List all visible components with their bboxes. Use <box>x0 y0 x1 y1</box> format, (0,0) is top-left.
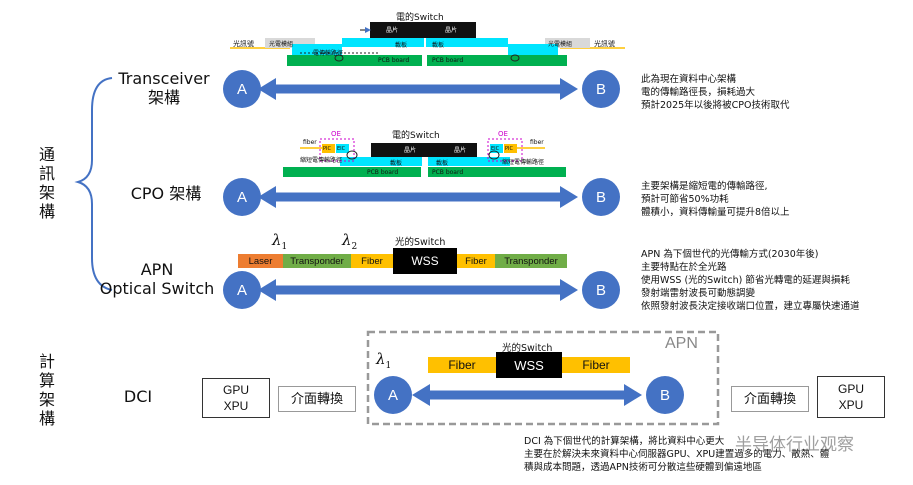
gpu-xpu-box-right: GPU XPU <box>817 376 885 418</box>
fiber-block-right: Fiber <box>457 254 495 268</box>
cpo-substrate-left-label: 載板 <box>390 160 403 167</box>
apn-optical-switch-label: 光的Switch <box>395 237 446 248</box>
chip-label-left: 晶片 <box>386 27 399 34</box>
dci-fiber-block-left: Fiber <box>428 357 496 373</box>
communication-vertical-label: 通 訊 架 構 <box>38 145 55 221</box>
substrate-right-label: 載板 <box>432 42 445 49</box>
dci-notes: DCI 為下個世代的計算架構，將比資料中心更大 主要在於解決未來資料中心伺服器G… <box>524 436 830 473</box>
cpo-electrical-switch-label: 電的Switch <box>392 131 440 141</box>
oe-right-label: OE <box>498 130 508 138</box>
path-label: 電傳輸路徑 <box>313 50 344 57</box>
cpo-substrate-right-label: 載板 <box>436 160 449 167</box>
transceiver-diagram <box>230 22 625 66</box>
fiber-left-label: fiber <box>303 139 317 146</box>
cpo-notes: 主要架構是縮短電的傳輸路徑, 預計可節省50%功耗 體積小，資料傳輸量可提升8倍… <box>641 181 790 218</box>
lambda-2-apn: λ2 <box>342 231 358 252</box>
pcb-board-cpo-left <box>283 167 421 177</box>
gpu-xpu-box-left: GPU XPU <box>202 378 270 418</box>
dci-title: DCI <box>123 387 153 406</box>
watermark-text: 半导体行业观察 <box>735 435 854 455</box>
apn-title: APN Optical Switch <box>99 260 215 298</box>
dci-link-arrow <box>412 384 642 406</box>
transceiver-link-arrow <box>258 78 578 100</box>
wss-block: WSS <box>393 248 457 274</box>
node-a-dci: A <box>374 376 412 414</box>
transponder-block-left: Transponder <box>283 254 351 268</box>
right-module-label: 光電模組 <box>548 41 573 48</box>
apn-dashed-frame <box>366 330 720 426</box>
interface-conversion-left: 介面轉換 <box>278 386 356 412</box>
communication-bracket <box>74 77 113 291</box>
node-b-dci: B <box>646 376 684 414</box>
cpo-link-arrow <box>258 186 578 208</box>
transceiver-notes: 此為現在資料中心架構 電的傳輸路徑長，損耗過大 預計2025年以後將被CPO技術… <box>641 74 790 111</box>
chip-label-right: 晶片 <box>445 27 458 34</box>
node-b-cpo: B <box>582 178 620 216</box>
switch-chip <box>370 22 476 38</box>
node-a-cpo: A <box>223 178 261 216</box>
computing-vertical-label: 計 算 架 構 <box>38 352 55 428</box>
pcb-left-label: PCB board <box>378 57 410 64</box>
switch-chip-cpo <box>371 143 477 157</box>
pic-left-label: PIC <box>323 146 331 152</box>
cpo-path-right-label: 縮短電傳輸路徑 <box>502 159 545 166</box>
transponder-block-right: Transponder <box>495 254 567 268</box>
apn-link-arrow <box>258 279 578 301</box>
dci-wss-block: WSS <box>496 352 562 378</box>
left-signal-label: 光訊號 <box>233 40 254 48</box>
fiber-right-label: fiber <box>530 139 544 146</box>
node-a-transceiver: A <box>223 70 261 108</box>
substrate-left-label: 載板 <box>395 42 408 49</box>
cpo-pcb-right-label: PCB board <box>432 169 464 176</box>
node-b-apn: B <box>582 271 620 309</box>
eic-left-label: EIC <box>337 146 346 152</box>
pcb-right-label: PCB board <box>432 57 464 64</box>
interface-conversion-right: 介面轉換 <box>731 386 809 412</box>
electrical-switch-label: 電的Switch <box>396 13 444 23</box>
lambda-1-dci: λ1 <box>376 350 392 371</box>
left-module-label: 光電模組 <box>269 41 294 48</box>
dci-fiber-block-right: Fiber <box>562 357 630 373</box>
right-signal-label: 光訊號 <box>594 40 615 48</box>
cpo-chip-label-left: 晶片 <box>404 147 417 154</box>
cpo-path-left-label: 縮短電傳輸路徑 <box>300 157 343 164</box>
dci-optical-switch-label: 光的Switch <box>502 343 553 354</box>
cpo-pcb-left-label: PCB board <box>367 169 399 176</box>
transceiver-title: Transceiver 架構 <box>118 69 210 107</box>
apn-frame-label: APN <box>665 335 698 352</box>
pcb-board-cpo-right <box>428 167 566 177</box>
eic-right-label: EIC <box>491 146 500 152</box>
cpo-chip-label-right: 晶片 <box>454 147 467 154</box>
pcb-board-left <box>287 55 422 66</box>
apn-notes: APN 為下個世代的光傳輸方式(2030年後) 主要特點在於全光路 使用WSS … <box>641 249 860 312</box>
cpo-diagram <box>283 138 566 177</box>
lambda-1-apn: λ1 <box>272 231 288 252</box>
laser-block: Laser <box>238 254 283 268</box>
pic-right-label: PIC <box>505 146 513 152</box>
node-b-transceiver: B <box>582 70 620 108</box>
cpo-title: CPO 架構 <box>130 184 202 203</box>
pcb-board-right <box>427 55 567 66</box>
node-a-apn: A <box>223 271 261 309</box>
fiber-block-left: Fiber <box>351 254 393 268</box>
oe-left-label: OE <box>331 130 341 138</box>
